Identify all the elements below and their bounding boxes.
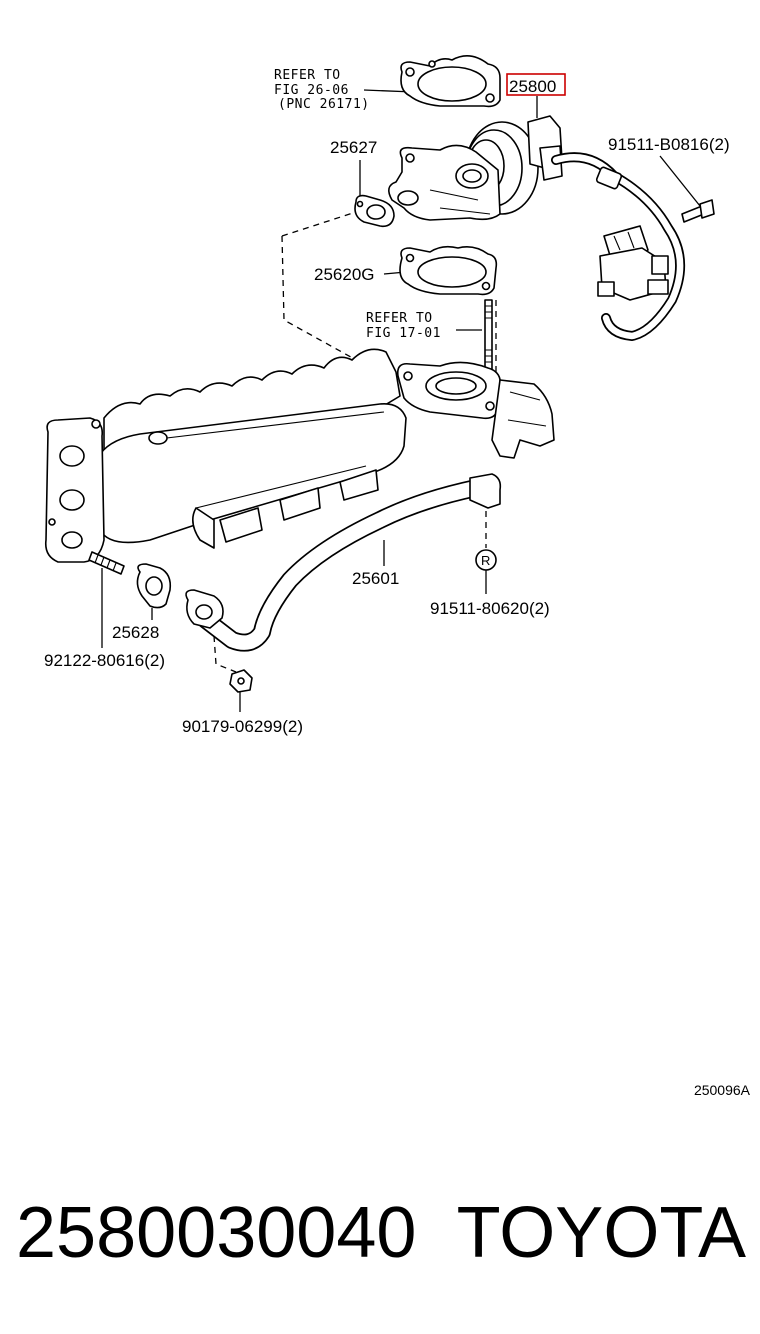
label-25601[interactable]: 25601	[352, 569, 399, 588]
ref-fig17-line1: REFER TO	[366, 311, 433, 326]
label-90179-06299[interactable]: 90179-06299(2)	[182, 717, 303, 736]
egr-pipe-shape	[185, 473, 502, 652]
label-91511-B0816[interactable]: 91511-B0816(2)	[608, 135, 730, 154]
gasket-25627-shape	[354, 194, 395, 228]
diagram-code: 250096A	[693, 1082, 750, 1098]
label-92122-80616[interactable]: 92122-80616(2)	[44, 651, 165, 670]
stud-92122-shape	[88, 551, 125, 575]
part-number: 2580030040	[16, 1193, 417, 1273]
top-gasket-shape	[400, 55, 501, 108]
ref-fig26-line1: REFER TO	[274, 68, 341, 83]
leader-bolt-top	[659, 155, 701, 207]
egr-valve-shape	[388, 115, 563, 221]
label-25620G[interactable]: 25620G	[314, 265, 375, 284]
label-25627[interactable]: 25627	[330, 138, 377, 157]
gasket-25628-shape	[136, 563, 172, 609]
stud-shape	[484, 299, 493, 373]
ref-fig17-line2: FIG 17-01	[366, 326, 441, 341]
label-25800[interactable]: 25800	[509, 77, 556, 96]
bolt-top-shape	[681, 199, 715, 223]
vsv-bracket-shape	[597, 225, 669, 301]
intake-manifold-shape	[44, 348, 555, 563]
vacuum-hose-shape	[551, 152, 686, 342]
parts-diagram: REFER TO FIG 26-06 (PNC 26171) 25800	[44, 55, 730, 736]
gasket-25620G-shape	[399, 245, 498, 296]
brand-name: TOYOTA	[456, 1193, 746, 1273]
ref-fig26-line3: (PNC 26171)	[278, 97, 370, 112]
label-25628[interactable]: 25628	[112, 623, 159, 642]
label-91511-80620[interactable]: 91511-80620(2)	[430, 599, 550, 618]
highlight-box	[506, 73, 566, 96]
ref-fig26-line2: FIG 26-06	[274, 83, 349, 98]
dash-1	[281, 211, 357, 237]
r-marker-text: R	[481, 553, 490, 568]
r-marker: R	[475, 549, 497, 571]
footer: 2580030040 TOYOTA	[16, 1188, 746, 1278]
nut-shape	[229, 669, 253, 693]
